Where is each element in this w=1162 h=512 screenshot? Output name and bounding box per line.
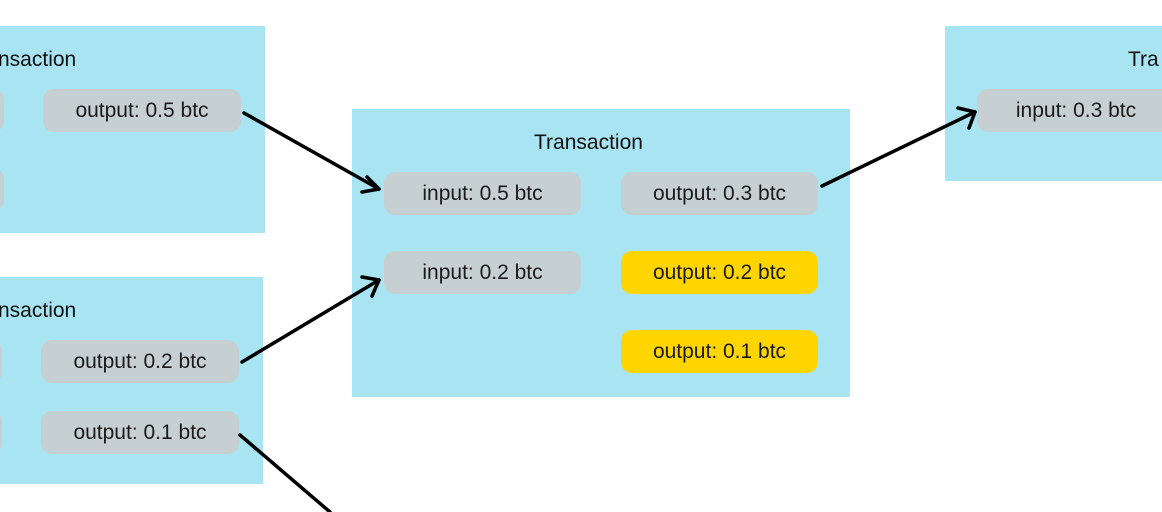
transaction-box-right: Tra input: 0.3 btc <box>945 26 1162 181</box>
transaction-box-left-bottom: nsaction output: 0.2 btc output: 0.1 btc <box>0 277 263 484</box>
output-pill-highlighted[interactable]: output: 0.2 btc <box>621 251 818 294</box>
transaction-title: nsaction <box>0 48 77 71</box>
output-pill[interactable]: output: 0.1 btc <box>41 411 239 454</box>
input-pill[interactable]: input: 0.5 btc <box>384 172 581 215</box>
input-pill-partial[interactable] <box>0 168 4 211</box>
input-pill[interactable]: input: 0.3 btc <box>977 89 1162 132</box>
transaction-box-left-top: nsaction output: 0.5 btc <box>0 26 265 233</box>
transaction-title: Tra <box>1128 48 1159 71</box>
output-pill-highlighted[interactable]: output: 0.1 btc <box>621 330 818 373</box>
transaction-title: nsaction <box>0 299 77 322</box>
input-pill-partial[interactable] <box>0 340 2 383</box>
transaction-title: Transaction <box>534 131 643 154</box>
transaction-box-center: Transaction input: 0.5 btc input: 0.2 bt… <box>352 109 850 397</box>
output-pill[interactable]: output: 0.5 btc <box>43 89 241 132</box>
input-pill[interactable]: input: 0.2 btc <box>384 251 581 294</box>
output-pill[interactable]: output: 0.2 btc <box>41 340 239 383</box>
input-pill-partial[interactable] <box>0 411 2 454</box>
input-pill-partial[interactable] <box>0 89 4 132</box>
output-pill[interactable]: output: 0.3 btc <box>621 172 818 215</box>
